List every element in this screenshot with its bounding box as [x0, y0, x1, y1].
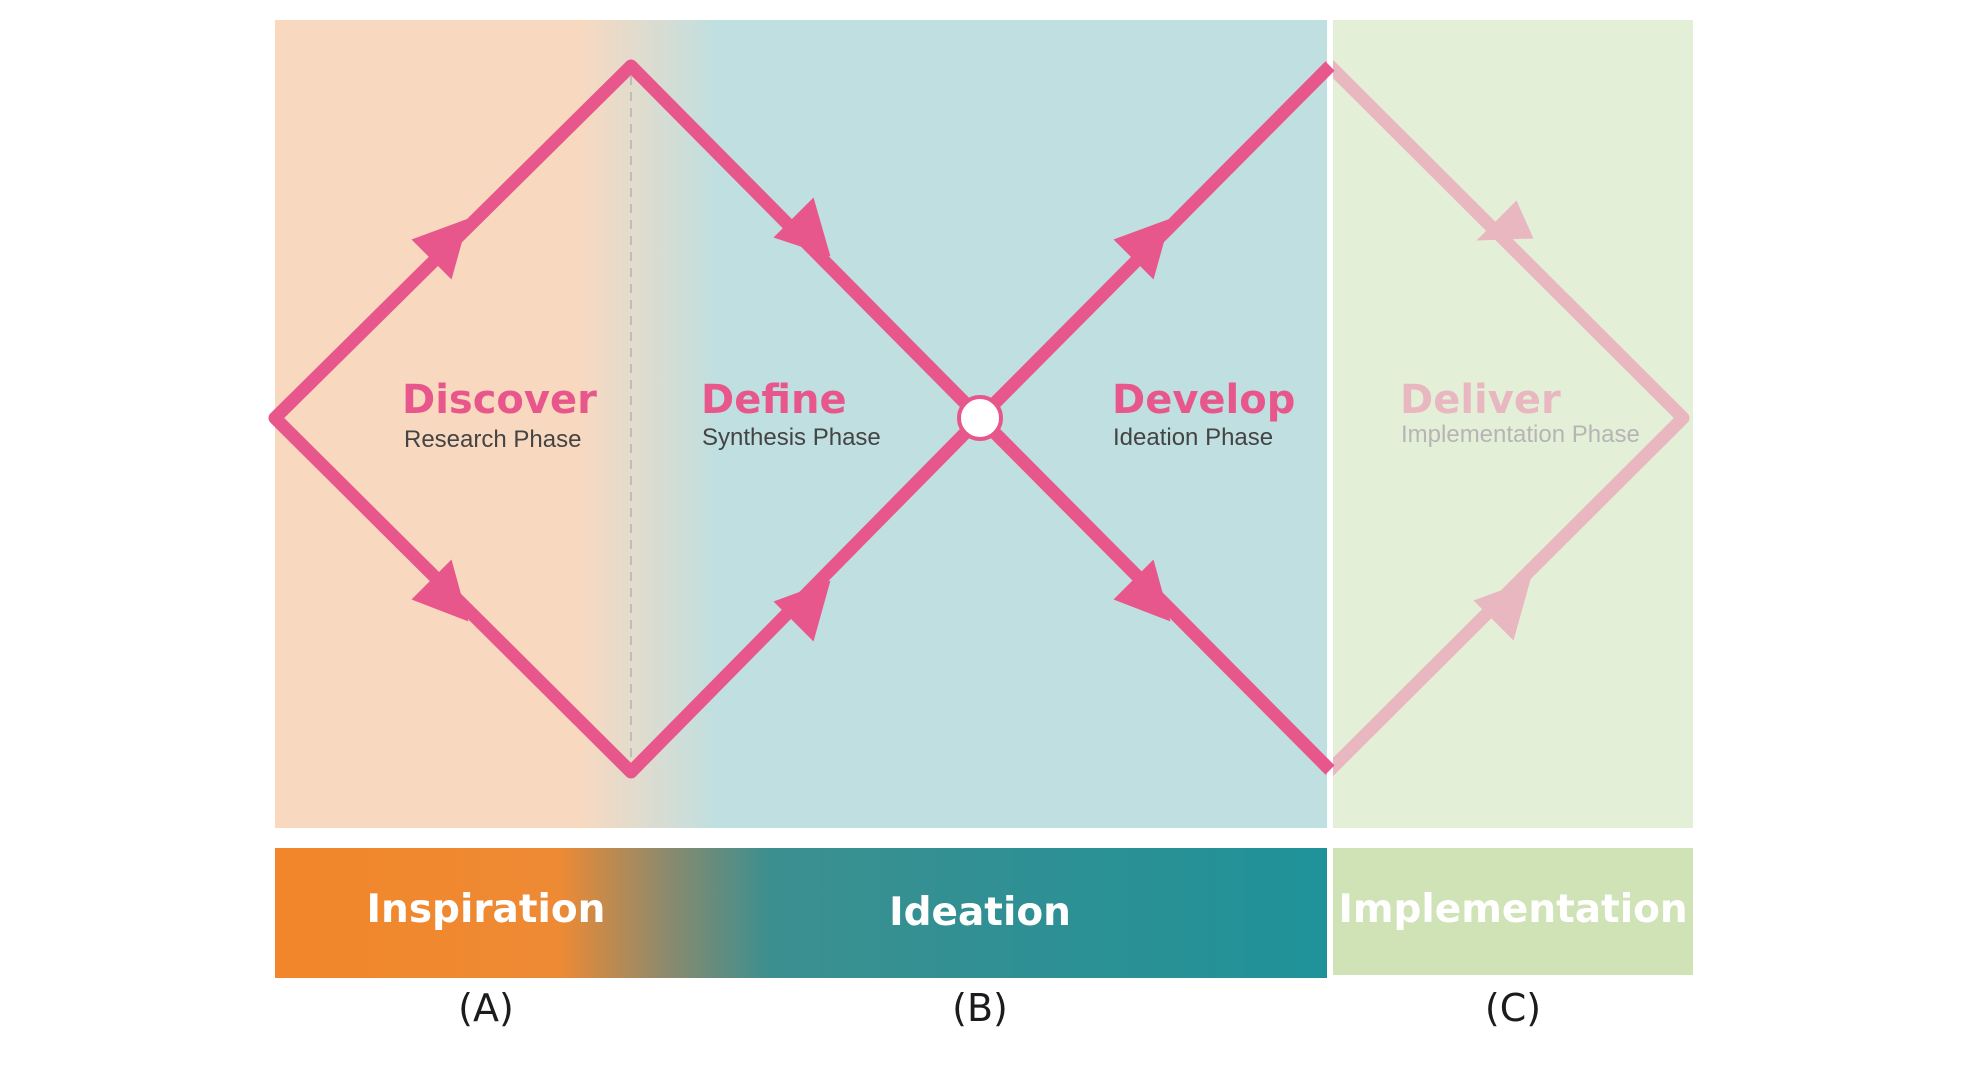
phase-title-deliver: Deliver — [1400, 377, 1561, 423]
section-divider — [1327, 20, 1333, 828]
discover-arrow-down-icon — [411, 559, 469, 622]
diamond-one-path — [268, 59, 987, 779]
phase-subtitle-deliver: Implementation Phase — [1401, 421, 1640, 448]
develop-arrow-down-icon — [1113, 559, 1171, 622]
define-arrow-up-icon — [773, 580, 831, 642]
band-inspiration-ideation — [275, 848, 1327, 978]
phase-title-define: Define — [701, 377, 847, 423]
deliver-arrow-down-icon — [1476, 200, 1534, 241]
phase-subtitle-discover: Research Phase — [404, 426, 581, 453]
develop-arrow-up-icon — [1113, 218, 1171, 280]
section-letter-a: (A) — [458, 986, 514, 1030]
deliver-arrow-up-icon — [1473, 579, 1531, 641]
phase-subtitle-define: Synthesis Phase — [702, 424, 881, 451]
band-label-ideation: Ideation — [889, 890, 1071, 935]
phase-background-c — [1333, 20, 1693, 828]
phase-title-discover: Discover — [402, 377, 597, 423]
discover-arrow-up-icon — [411, 218, 469, 280]
section-letter-b: (B) — [952, 986, 1008, 1030]
phase-subtitle-develop: Ideation Phase — [1113, 424, 1273, 451]
band-label-implementation: Implementation — [1338, 887, 1687, 932]
deliver-path — [1323, 59, 1690, 777]
center-node — [957, 395, 1003, 441]
phase-background-ab — [275, 20, 1327, 828]
band-label-inspiration: Inspiration — [367, 887, 606, 932]
section-letter-c: (C) — [1485, 986, 1541, 1030]
band-implementation — [1333, 848, 1693, 975]
phase-title-develop: Develop — [1112, 377, 1295, 423]
define-arrow-down-icon — [773, 197, 831, 257]
